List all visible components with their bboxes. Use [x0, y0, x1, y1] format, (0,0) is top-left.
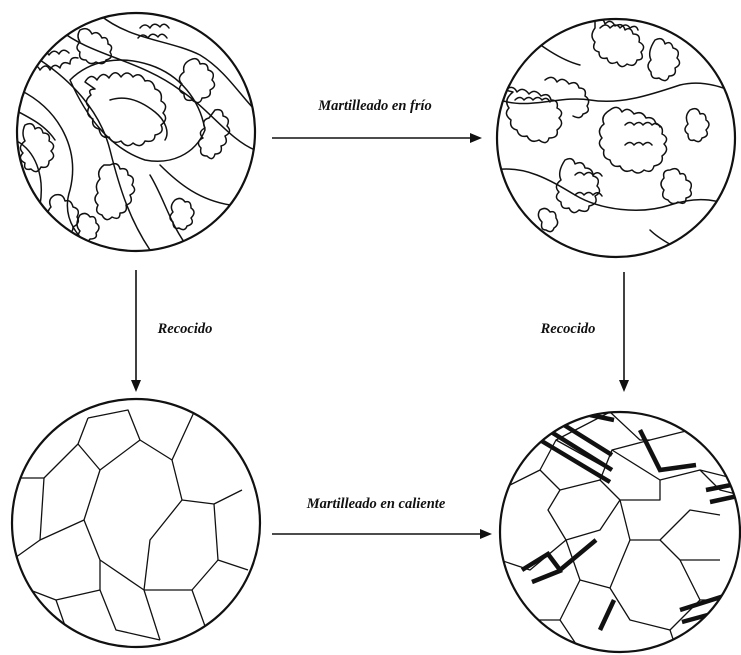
annealed-structure-circle [10, 399, 260, 647]
label-annealing-right: Recocido [540, 321, 596, 337]
cast-structure-circle [15, 13, 260, 255]
arrow-annealing-right [619, 272, 629, 392]
hot-worked-structure-circle [500, 412, 740, 655]
cold-worked-structure-circle [495, 19, 740, 260]
label-cold-working: Martilleado en frío [317, 98, 432, 114]
arrow-hot-working [272, 529, 492, 539]
label-hot-working: Martilleado en caliente [306, 496, 446, 512]
arrow-cold-working [272, 133, 482, 143]
label-annealing-left: Recocido [157, 321, 213, 337]
arrow-annealing-left [131, 270, 141, 392]
